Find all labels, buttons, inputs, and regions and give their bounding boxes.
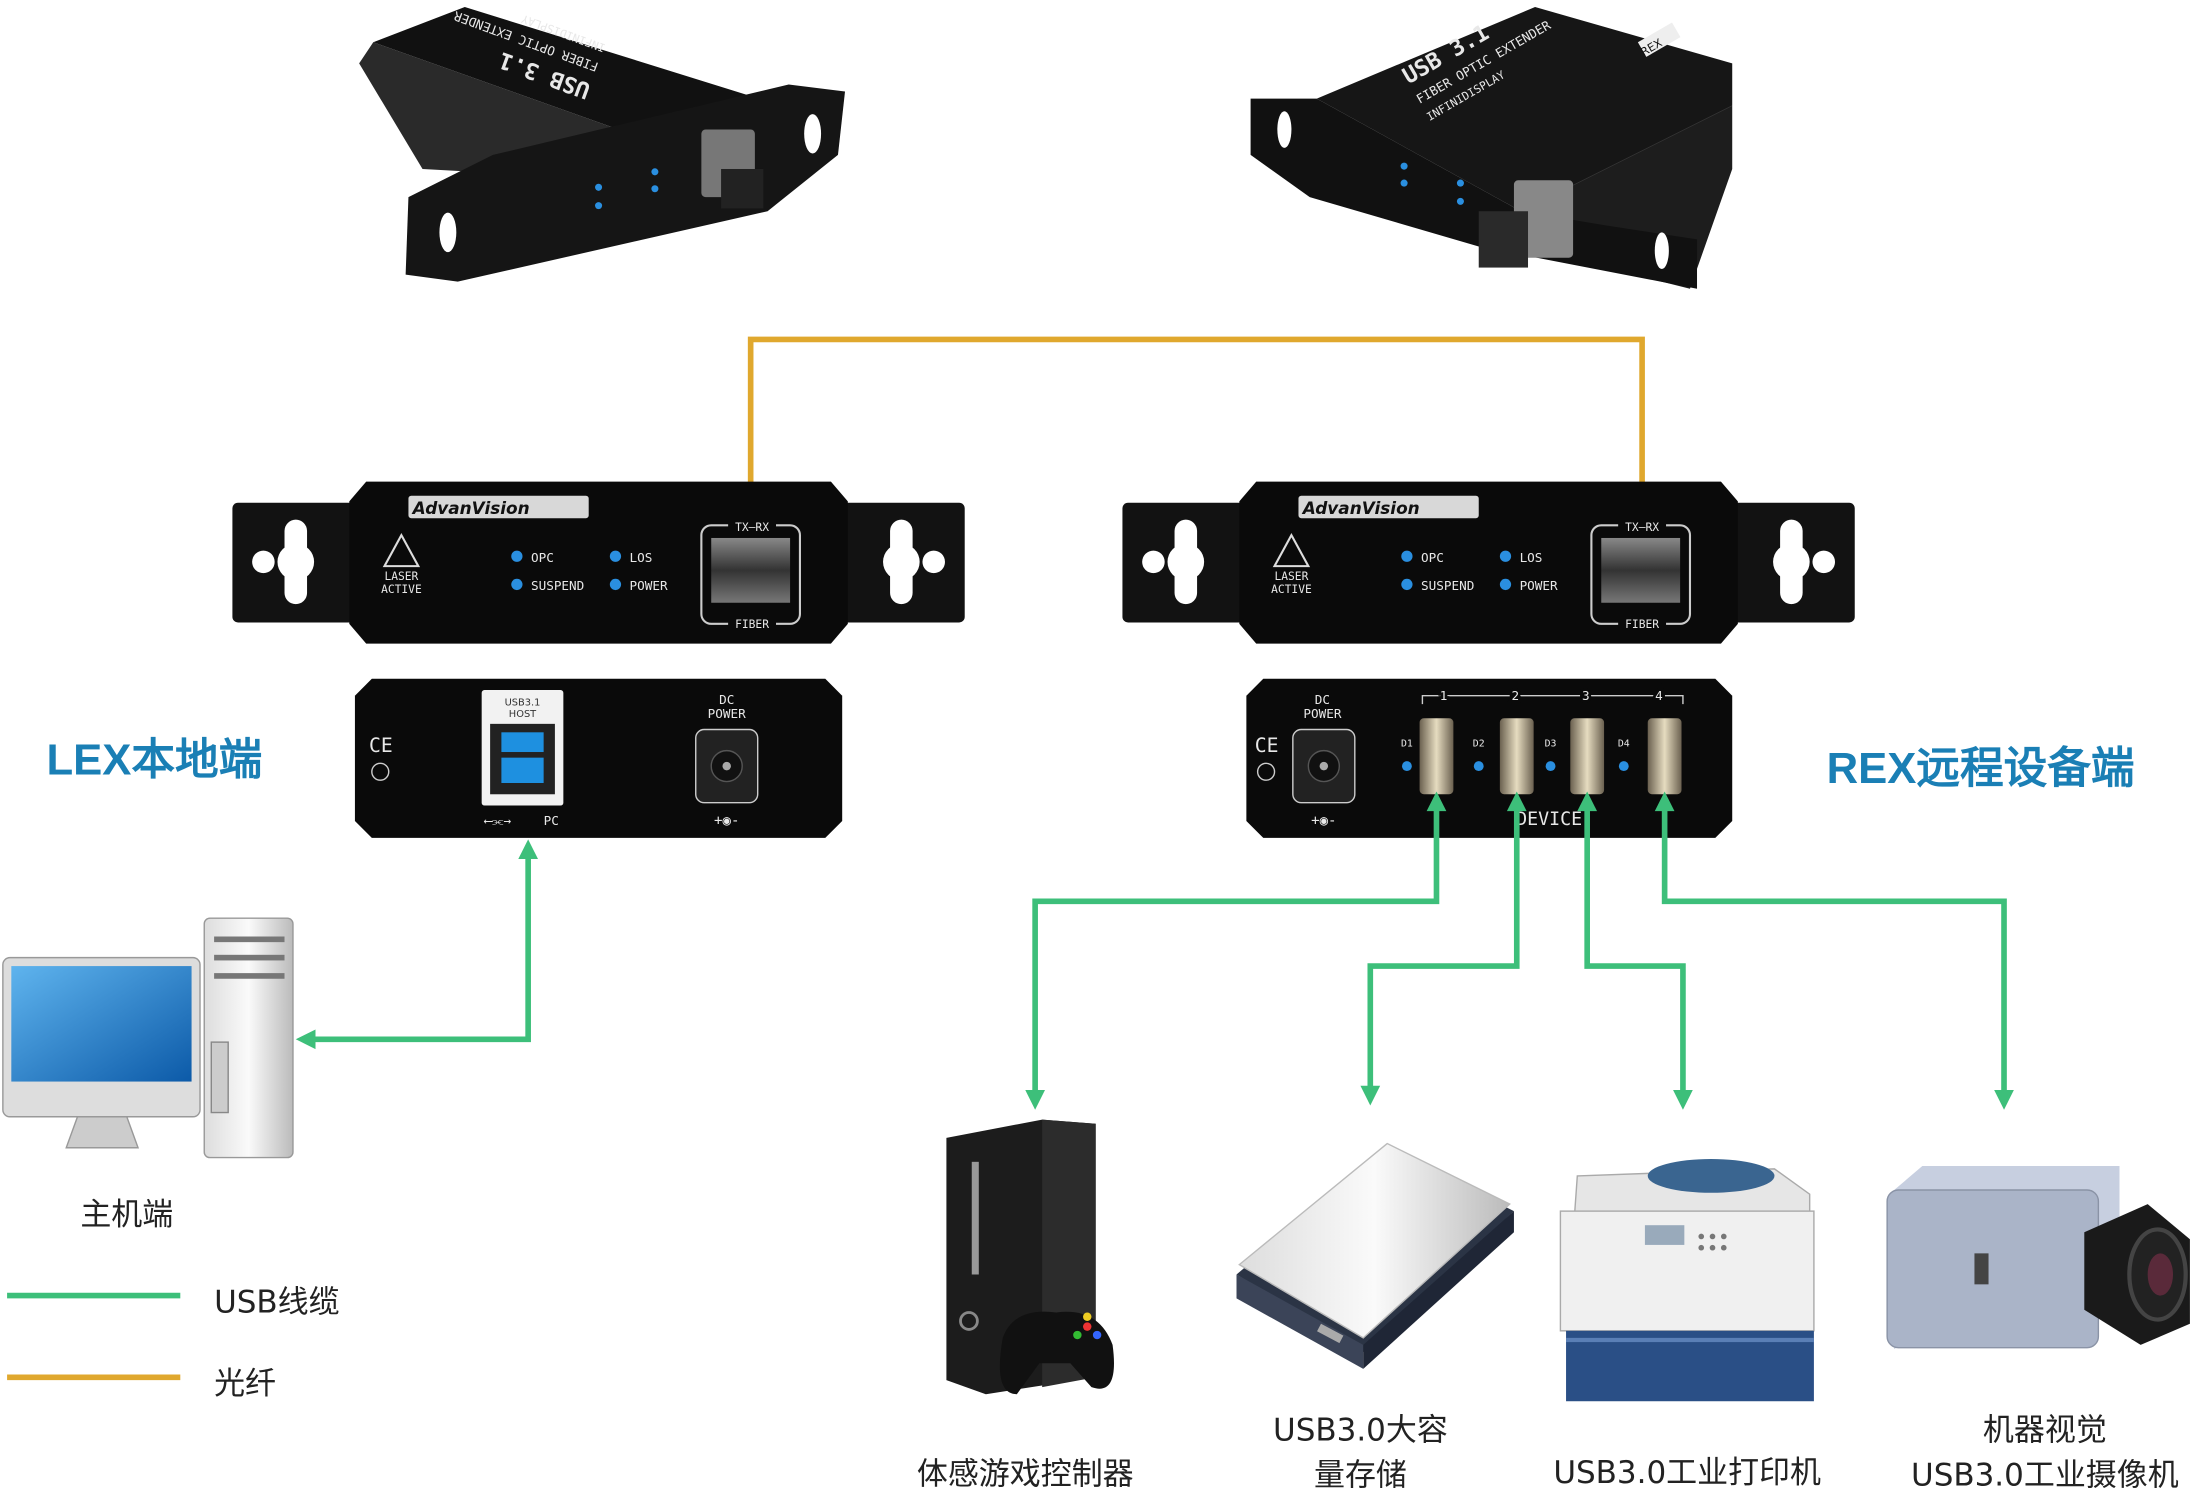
laser-label: LASER [1274,570,1308,583]
usb-cable-console [1032,809,1440,1092]
device-label-printer: USB3.0工业打印机 [1553,1455,1821,1491]
rex-label: REX远程设备端 [1827,744,2135,793]
logo: AdvanVision [411,498,530,518]
ce-mark: CE [369,734,393,757]
led-opc [511,550,523,562]
dc-label: POWER [708,706,746,721]
sfp-label: FIBER [1625,618,1659,631]
legend: USB线缆 光纤 [7,1285,340,1402]
fiber-cable [747,336,1645,500]
computer-icon [2,917,294,1159]
sfp-label: TX—RX [735,521,769,534]
led-label: POWER [1520,578,1558,593]
device-label-storage: 量存储 [1314,1458,1407,1494]
ce-mark: CE [1255,734,1279,757]
led-label: SUSPEND [1421,578,1474,593]
led-label: SUSPEND [531,578,584,593]
dc-label: DC [719,692,734,707]
rex-device-photo: USB 3.1 FIBER OPTIC EXTENDER INFINIDISPL… [1250,7,1733,289]
usb-port-d3: D3 [1545,718,1605,795]
usb-cable-host [312,852,531,1043]
laser-warning-icon [382,532,421,568]
laser-label: ACTIVE [381,583,422,596]
usb-cable-printer [1584,809,1686,1092]
lex-label: LEX本地端 [47,736,263,785]
laser-label: LASER [384,570,418,583]
port-number: 1 [1440,688,1448,703]
port-id: D4 [1618,738,1630,749]
usb-port-d1: D1 [1401,718,1454,795]
port-number: 4 [1655,688,1663,703]
rex-rear-panel: CE DC POWER +◉- 1 2 3 4 D1 D2 D3 D4 DEVI… [1246,678,1733,838]
game-console-icon [946,1119,1114,1395]
led-opc [1401,550,1413,562]
led-suspend [511,578,523,591]
sfp-label: FIBER [735,618,769,631]
legend-usb-label: USB线缆 [214,1285,340,1321]
led-suspend [1401,578,1413,591]
device-label-console: 体感游戏控制器 [917,1456,1134,1492]
usb-symbol-icon: ⟵⫘→ [483,813,511,828]
lex-device-photo: USB 3.1 FIBER OPTIC EXTENDER INFINIDISPL… [359,7,846,282]
laser-label: ACTIVE [1271,583,1312,596]
led-label: OPC [1421,550,1444,565]
led-label: LOS [630,550,653,565]
lex-rear-panel: CE USB3.1 HOST DC POWER ⟵⫘→ PC +◉- [354,678,843,838]
usb-port-d2: D2 [1473,718,1534,795]
port-id: D1 [1401,738,1413,749]
dc-polarity-icon: +◉- [714,813,739,829]
led-los [1499,550,1512,562]
usb-port-label: HOST [509,709,537,720]
usb-cable-storage [1367,809,1520,1088]
usb-port-label: USB3.1 [505,698,541,709]
logo: AdvanVision [1301,498,1420,518]
led-label: POWER [630,578,668,593]
usb-arrow-icons [295,791,2014,1110]
hard-drive-icon [1236,1142,1514,1369]
led-label: LOS [1520,550,1543,565]
port-number: 3 [1582,688,1590,703]
dc-label: POWER [1303,706,1341,721]
led-label: OPC [531,550,554,565]
sfp-port [1601,537,1681,603]
dc-label: DC [1315,692,1330,707]
port-number: 2 [1512,688,1520,703]
usb-cables [312,809,2007,1092]
led-power [609,578,622,591]
usb-cable-camera [1661,809,2007,1092]
laser-warning-icon [1272,532,1311,568]
led-los [609,550,622,562]
host-label: 主机端 [80,1197,173,1233]
camera-icon [1886,1166,2190,1350]
device-label-camera: USB3.0工业摄像机 [1911,1458,2179,1494]
usb-port-d4: D4 [1618,718,1682,795]
port-id: D2 [1473,738,1485,749]
printer-icon [1559,1159,1815,1402]
rex-front-panel: AdvanVision LASER ACTIVE OPC LOS SUSPEND… [1122,481,1855,644]
port-id: D3 [1545,738,1557,749]
device-label: DEVICE [1516,809,1582,830]
pc-label: PC [544,813,559,828]
led-power [1499,578,1512,591]
lex-front-panel: AdvanVision LASER ACTIVE OPC LOS SUSPEND… [232,481,965,644]
sfp-port [711,537,791,603]
sfp-label: TX—RX [1625,521,1659,534]
legend-fiber-label: 光纤 [214,1366,276,1402]
device-label-storage: USB3.0大容 [1273,1413,1448,1449]
device-label-camera: 机器视觉 [1983,1413,2107,1449]
dc-polarity-icon: +◉- [1311,813,1336,829]
